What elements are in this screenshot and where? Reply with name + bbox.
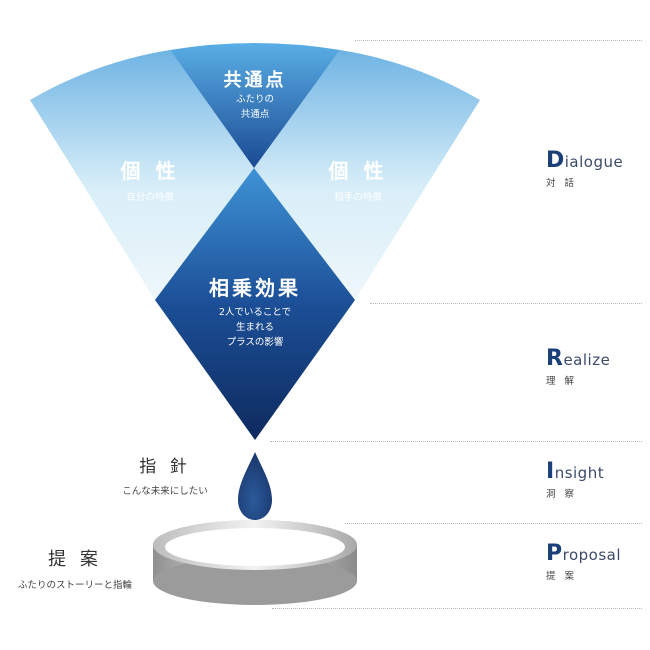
common-ground-wedge [170,43,340,168]
ring-icon [153,520,357,605]
step-realize-ja: 理 解 [546,376,578,387]
step-insight-rest: nsight [554,464,605,482]
synergy-sub-1: 2人でいることで [218,307,292,318]
self-trait-sub: 自分の特徴 [126,192,174,203]
common-ground-sub-1: ふたりの [235,94,274,105]
step-proposal-initial: P [546,541,563,566]
guide-label: 指 針 こんな未来にしたい [110,452,220,497]
self-trait-title: 個 性 [120,159,180,183]
step-proposal-name: Proposal [546,541,621,566]
partner-trait-wedge [254,50,480,300]
step-dialogue: Dialogue 対 話 [546,148,623,189]
step-realize-name: Realize [546,346,610,371]
step-insight-ja: 洞 察 [546,489,578,500]
step-dialogue-ja: 対 話 [546,178,578,189]
step-dialogue-initial: D [546,148,565,173]
step-insight: Insight 洞 察 [546,459,604,500]
step-insight-initial: I [546,459,555,484]
partner-trait-label: 個 性 相手の特徴 [308,155,408,205]
proposal-title: 提 案 [48,549,102,570]
partner-trait-title: 個 性 [328,159,388,183]
step-dialogue-rest: ialogue [564,153,624,171]
divider-3 [345,523,642,524]
self-trait-wedge [30,50,254,300]
proposal-sub: ふたりのストーリーと指輪 [17,580,132,591]
synergy-diamond [155,168,355,440]
divider-1 [370,303,642,304]
divider-top [355,40,642,41]
common-ground-sub-2: 共通点 [240,109,270,120]
step-proposal-ja: 提 案 [546,571,578,582]
drop-icon [238,452,272,520]
guide-title: 指 針 [139,457,191,477]
common-ground-title: 共通点 [223,70,287,91]
synergy-sub-2: 生まれる [235,322,274,333]
partner-trait-sub: 相手の特徴 [334,192,382,203]
self-trait-label: 個 性 自分の特徴 [100,155,200,205]
common-ground-label: 共通点 ふたりの 共通点 [205,66,305,122]
step-dialogue-name: Dialogue [546,148,623,173]
step-realize-initial: R [546,346,564,371]
divider-bottom [272,608,642,609]
synergy-sub-3: プラスの影響 [226,337,284,348]
step-insight-name: Insight [546,459,604,484]
proposal-label: 提 案 ふたりのストーリーと指輪 [5,545,145,591]
step-realize: Realize 理 解 [546,346,610,387]
synergy-label: 相乗効果 2人でいることで 生まれる プラスの影響 [195,272,315,350]
synergy-title: 相乗効果 [209,276,301,300]
step-proposal: Proposal 提 案 [546,541,621,582]
step-proposal-rest: roposal [562,546,622,564]
divider-2 [270,441,642,442]
guide-sub: こんな未来にしたい [122,486,208,497]
step-realize-rest: ealize [563,351,611,369]
